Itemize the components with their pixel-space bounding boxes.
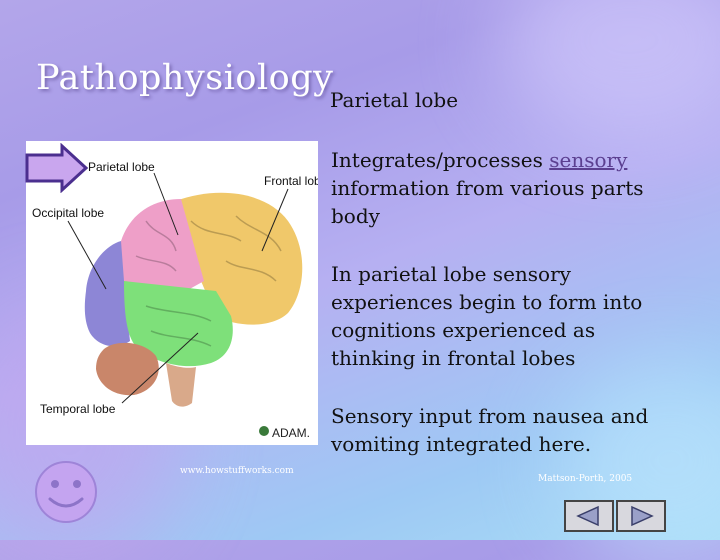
occipital-lobe-label: Occipital lobe xyxy=(32,206,104,220)
triangle-right-icon xyxy=(631,505,654,527)
cerebellum-region xyxy=(96,342,159,396)
paragraph-nausea: Sensory input from nausea and vomiting i… xyxy=(331,404,649,456)
parietal-lobe-label: Parietal lobe xyxy=(88,160,155,174)
paragraph-cognition: In parietal lobe sensory experiences beg… xyxy=(331,262,643,370)
parietal-lobe-region xyxy=(121,199,204,291)
triangle-left-icon xyxy=(576,505,599,527)
temporal-lobe-region xyxy=(124,281,233,367)
adam-logo: ADAM. xyxy=(272,426,310,440)
arrow-right-icon[interactable] xyxy=(24,143,90,193)
slide-title: Pathophysiology xyxy=(36,58,334,98)
smiley-face-icon[interactable] xyxy=(33,459,99,525)
paragraph-sensory-integration: Integrates/processes sensory information… xyxy=(331,146,671,230)
slide-subtitle: Parietal lobe xyxy=(330,88,459,112)
frontal-lobe-label: Frontal lobe xyxy=(264,174,318,188)
next-slide-button[interactable] xyxy=(616,500,666,532)
paragraph-1-start: Integrates/processes xyxy=(331,148,550,172)
paragraph-1-end: information from various parts body xyxy=(331,176,644,228)
source-credit: www.howstuffworks.com xyxy=(180,466,294,476)
previous-slide-button[interactable] xyxy=(564,500,614,532)
citation-credit: Mattson-Porth, 2005 xyxy=(538,474,633,484)
sensory-link[interactable]: sensory xyxy=(549,148,628,172)
brain-figure: Parietal lobe Frontal lobe Occipital lob… xyxy=(26,141,318,445)
occipital-lobe-region xyxy=(84,241,130,347)
adam-logo-icon xyxy=(259,426,269,436)
brainstem-region xyxy=(166,363,196,407)
temporal-lobe-label: Temporal lobe xyxy=(40,402,116,416)
